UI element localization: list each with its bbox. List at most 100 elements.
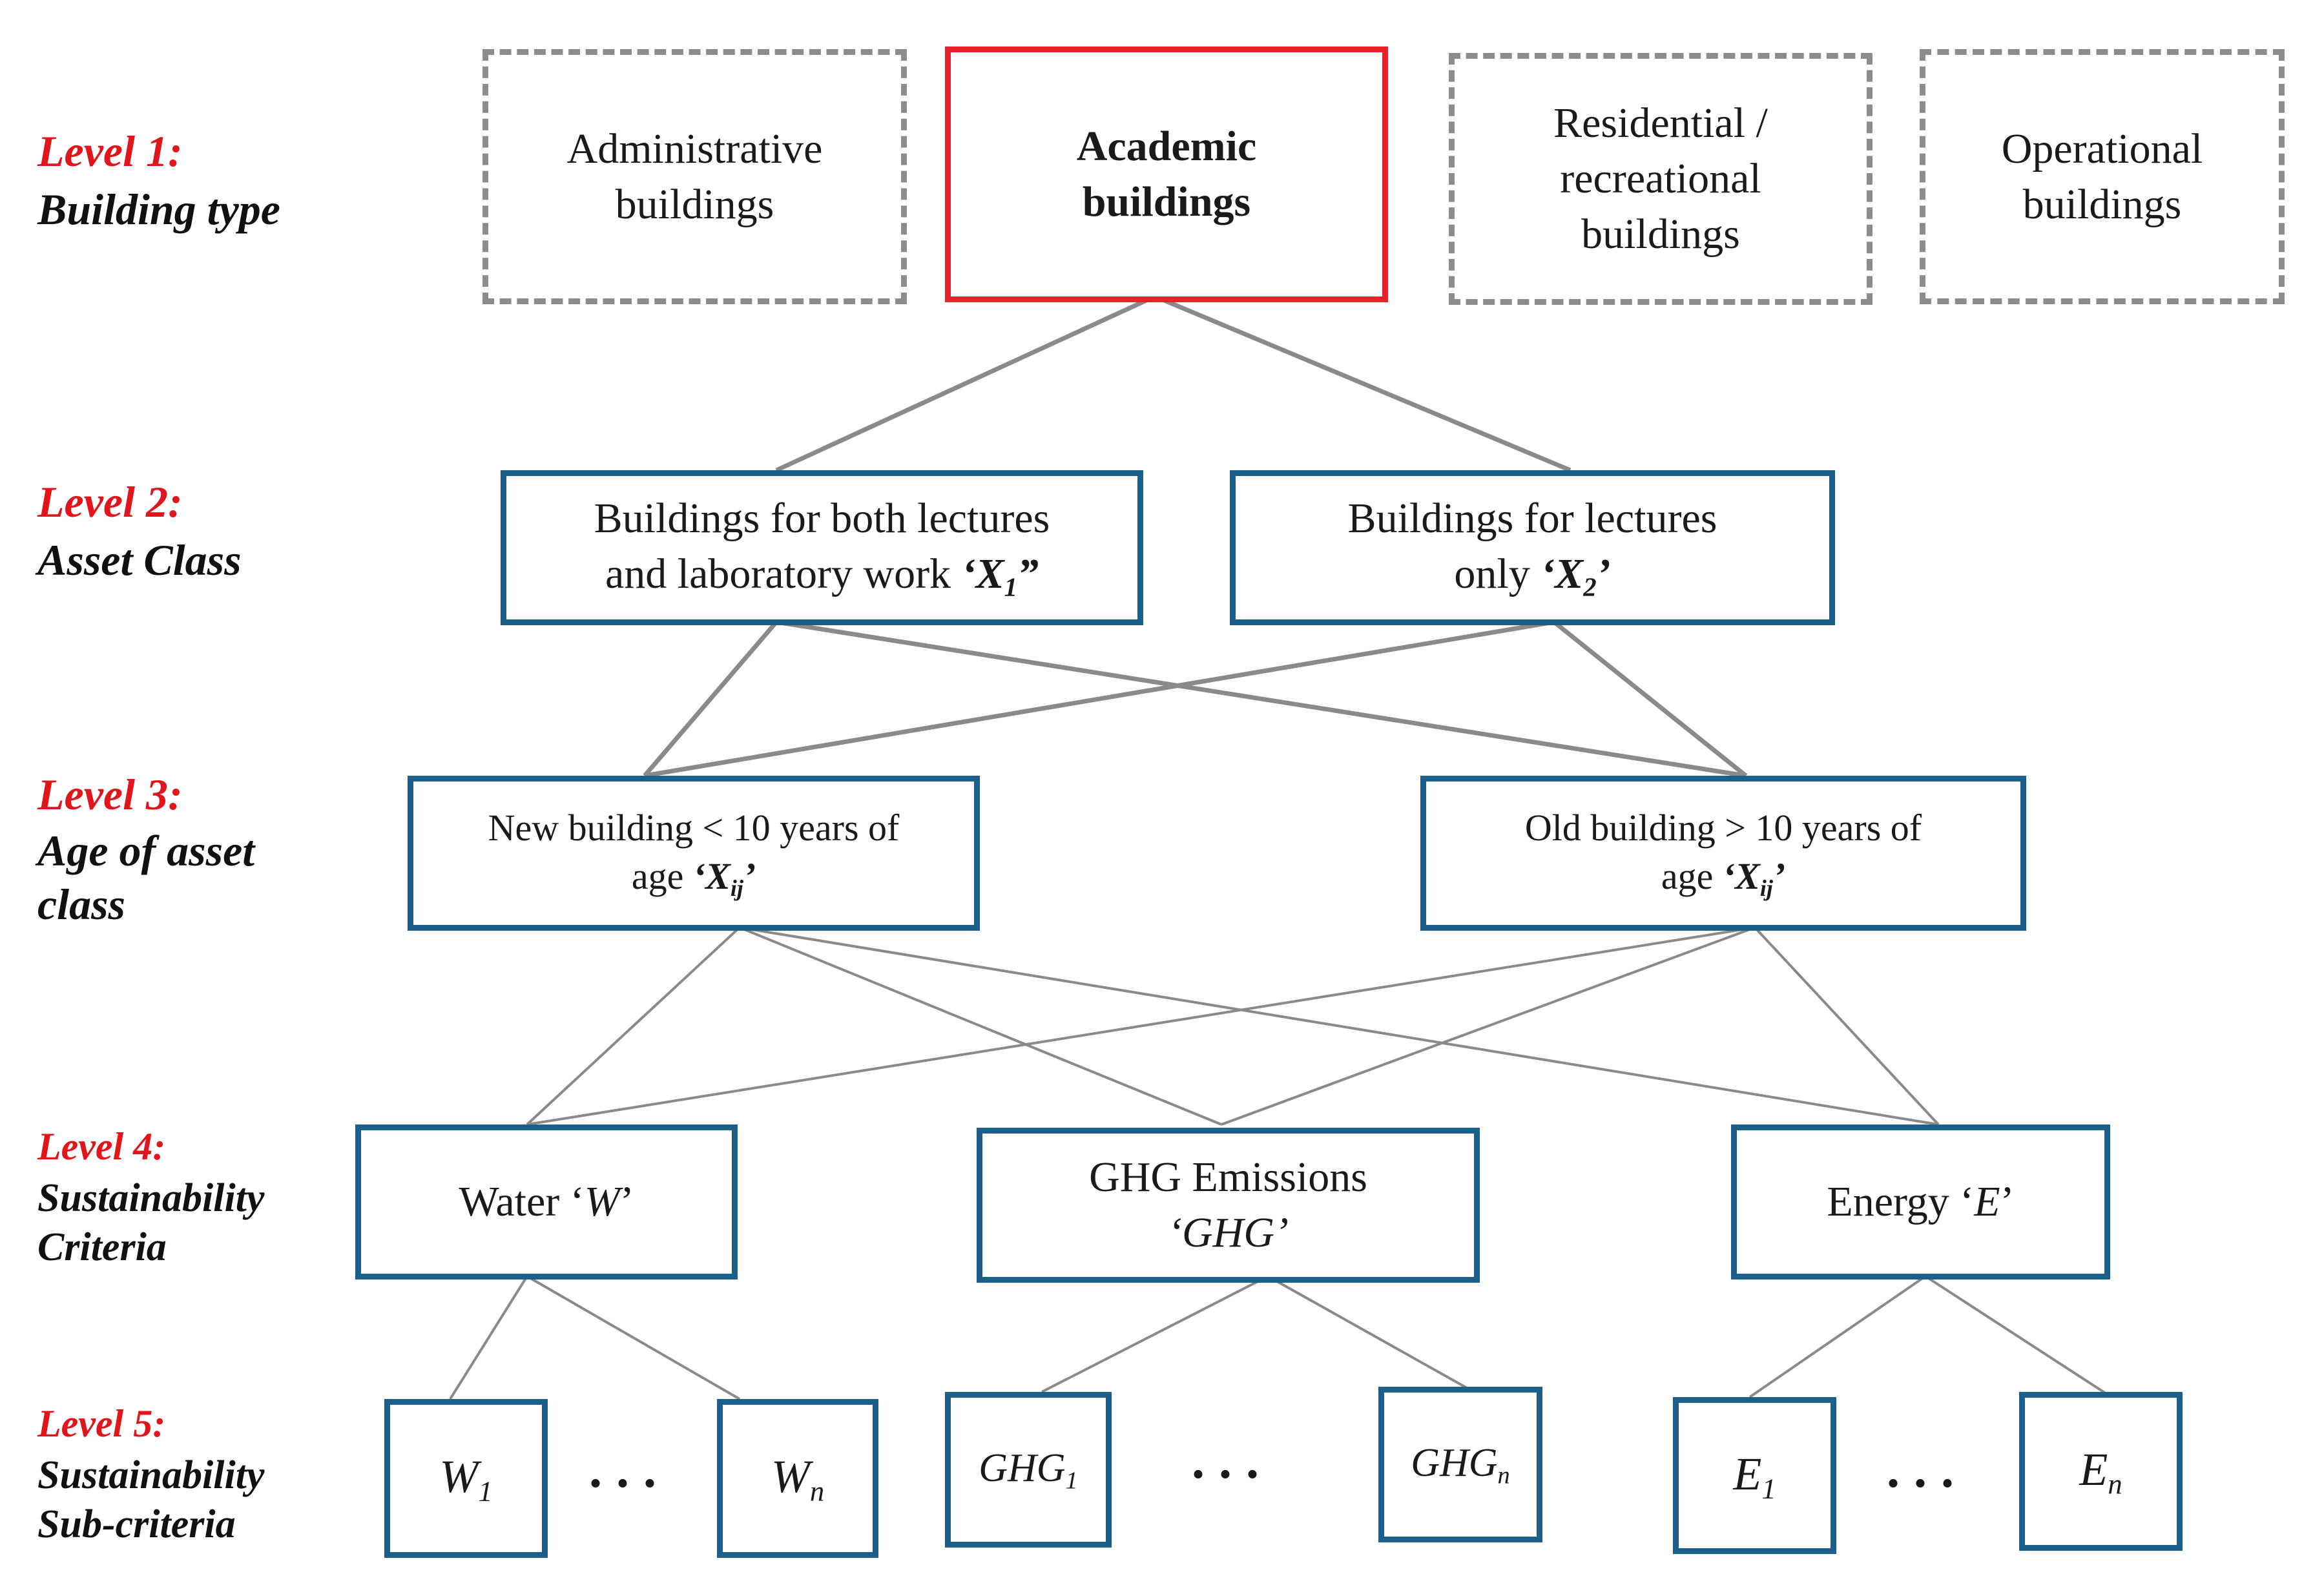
line-new-to-ghg xyxy=(739,926,1222,1126)
subcriterion-ghgn-box: GHGn xyxy=(1378,1387,1542,1542)
ghg-criterion-label: GHG Emissions ‘GHG’ xyxy=(1089,1150,1367,1261)
asset-class-x1-var-letter: ‘X xyxy=(961,550,1004,598)
line-old-to-water xyxy=(526,926,1756,1126)
line-ghg-to-ghg1 xyxy=(1041,1275,1269,1393)
subcriterion-wn-label: Wn xyxy=(771,1447,824,1509)
operational-buildings-box: Operational buildings xyxy=(1920,49,2285,304)
new-building-var-sub: ij xyxy=(730,875,743,901)
old-building-var-letter: ‘X xyxy=(1722,855,1760,897)
energy-criterion-end: ’ xyxy=(2000,1178,2015,1226)
new-building-var: ‘Xij’ xyxy=(692,855,756,901)
subcriterion-e1-label: E1 xyxy=(1733,1444,1776,1507)
line-academic-to-x1 xyxy=(775,294,1156,473)
subcriterion-e1-box: E1 xyxy=(1673,1397,1836,1554)
subcriterion-en-label: En xyxy=(2079,1440,2122,1502)
energy-criterion-text: Energy ‘ xyxy=(1827,1178,1975,1226)
ghg-criterion-text: GHG Emissions xyxy=(1089,1154,1367,1201)
line-x2-to-old xyxy=(1552,620,1748,778)
asset-class-x1-var-sub: 1 xyxy=(1004,572,1018,602)
line-water-to-w1 xyxy=(449,1275,528,1400)
old-building-box: Old building > 10 years of age ‘Xij’ xyxy=(1420,776,2026,931)
new-building-var-end: ’ xyxy=(743,855,756,897)
line-energy-to-e1 xyxy=(1748,1275,1927,1398)
line-water-to-wn xyxy=(526,1275,741,1400)
subcriterion-ghg1-label: GHG1 xyxy=(979,1442,1078,1498)
energy-subcriteria-ellipsis: ... xyxy=(1887,1442,1968,1498)
water-criterion-end: ’ xyxy=(619,1178,634,1226)
ghg-criterion-symbol: ‘GHG’ xyxy=(1168,1209,1289,1256)
level-2-number: Level 2: xyxy=(37,477,183,526)
line-old-to-ghg xyxy=(1221,926,1756,1126)
subcriterion-wn-letter: W xyxy=(771,1451,810,1503)
old-building-text: Old building > 10 years of age xyxy=(1524,806,1922,897)
line-energy-to-en xyxy=(1924,1275,2113,1398)
administrative-buildings-label: Administrative buildings xyxy=(566,125,823,228)
subcriterion-w1-letter: W xyxy=(439,1451,479,1503)
old-building-var: ‘Xij’ xyxy=(1722,855,1786,901)
new-building-box: New building < 10 years of age ‘Xij’ xyxy=(408,776,980,931)
academic-buildings-box: Academic buildings xyxy=(945,47,1388,302)
line-x1-to-new xyxy=(643,620,778,778)
water-criterion-box: Water ‘W’ xyxy=(355,1124,738,1280)
new-building-var-letter: ‘X xyxy=(692,855,731,897)
asset-class-x2-var-letter: ‘X xyxy=(1540,550,1584,598)
new-building-label: New building < 10 years of age ‘Xij’ xyxy=(488,803,900,904)
line-academic-to-x2 xyxy=(1154,294,1571,473)
asset-class-x1-text: Buildings for both lectures and laborato… xyxy=(594,495,1050,598)
water-subcriteria-ellipsis: ... xyxy=(589,1442,670,1498)
asset-class-x2-var: ‘X2’ xyxy=(1540,550,1611,601)
subcriterion-en-box: En xyxy=(2019,1392,2183,1551)
line-old-to-energy xyxy=(1754,926,1940,1126)
ghg-subcriteria-ellipsis: ... xyxy=(1192,1433,1273,1489)
asset-class-x2-var-sub: 2 xyxy=(1583,572,1597,602)
level-3-title: Age of asset class xyxy=(37,826,255,929)
asset-class-x1-var: ‘X1” xyxy=(961,550,1039,601)
line-new-to-water xyxy=(526,926,741,1126)
asset-class-x1-box: Buildings for both lectures and laborato… xyxy=(501,470,1143,625)
academic-buildings-label: Academic buildings xyxy=(1076,123,1257,225)
subcriterion-wn-index: n xyxy=(809,1475,825,1508)
asset-class-x2-label: Buildings for lectures only ‘X2’ xyxy=(1348,491,1717,604)
energy-criterion-box: Energy ‘E’ xyxy=(1731,1124,2110,1280)
old-building-label: Old building > 10 years of age ‘Xij’ xyxy=(1525,803,1922,904)
subcriterion-en-letter: E xyxy=(2079,1444,2108,1496)
subcriterion-w1-label: W1 xyxy=(439,1447,492,1509)
subcriterion-w1-index: 1 xyxy=(478,1475,493,1508)
level-5-title: Sustainability Sub-criteria xyxy=(37,1453,265,1546)
operational-buildings-label: Operational buildings xyxy=(2001,125,2203,228)
level-1-number: Level 1: xyxy=(37,127,183,176)
energy-criterion-symbol: E xyxy=(1974,1178,2000,1226)
asset-class-x1-label: Buildings for both lectures and laborato… xyxy=(594,491,1050,604)
line-ghg-to-ghgn xyxy=(1267,1275,1475,1393)
water-criterion-label: Water ‘W’ xyxy=(459,1174,634,1230)
level-1-title: Building type xyxy=(37,185,280,234)
residential-buildings-box: Residential / recreational buildings xyxy=(1449,53,1872,305)
subcriterion-wn-box: Wn xyxy=(717,1399,878,1558)
level-2-title: Asset Class xyxy=(37,535,242,585)
asset-class-x1-var-end: ” xyxy=(1017,550,1039,598)
level-4-title: Sustainability Criteria xyxy=(37,1176,265,1269)
energy-criterion-label: Energy ‘E’ xyxy=(1827,1174,2014,1230)
water-criterion-text: Water ‘ xyxy=(459,1178,585,1226)
new-building-text: New building < 10 years of age xyxy=(488,806,900,897)
subcriterion-ghg1-box: GHG1 xyxy=(945,1392,1112,1548)
subcriterion-en-index: n xyxy=(2108,1467,2122,1500)
old-building-var-sub: ij xyxy=(1759,875,1773,901)
asset-class-x2-text: Buildings for lectures only xyxy=(1347,495,1717,598)
water-criterion-symbol: W xyxy=(584,1178,620,1226)
level-5-number: Level 5: xyxy=(37,1402,166,1445)
line-x1-to-old xyxy=(776,619,1747,778)
subcriterion-ghgn-index: n xyxy=(1497,1462,1510,1489)
line-new-to-energy xyxy=(739,926,1939,1126)
old-building-var-end: ’ xyxy=(1772,855,1786,897)
subcriterion-e1-index: 1 xyxy=(1761,1472,1776,1505)
line-x2-to-new xyxy=(644,619,1555,778)
administrative-buildings-box: Administrative buildings xyxy=(482,49,907,304)
asset-class-x2-box: Buildings for lectures only ‘X2’ xyxy=(1230,470,1835,625)
subcriterion-e1-letter: E xyxy=(1733,1447,1762,1500)
subcriterion-ghgn-label: GHGn xyxy=(1411,1437,1510,1493)
asset-class-x2-var-end: ’ xyxy=(1596,550,1611,598)
subcriterion-ghg1-index: 1 xyxy=(1065,1467,1078,1495)
